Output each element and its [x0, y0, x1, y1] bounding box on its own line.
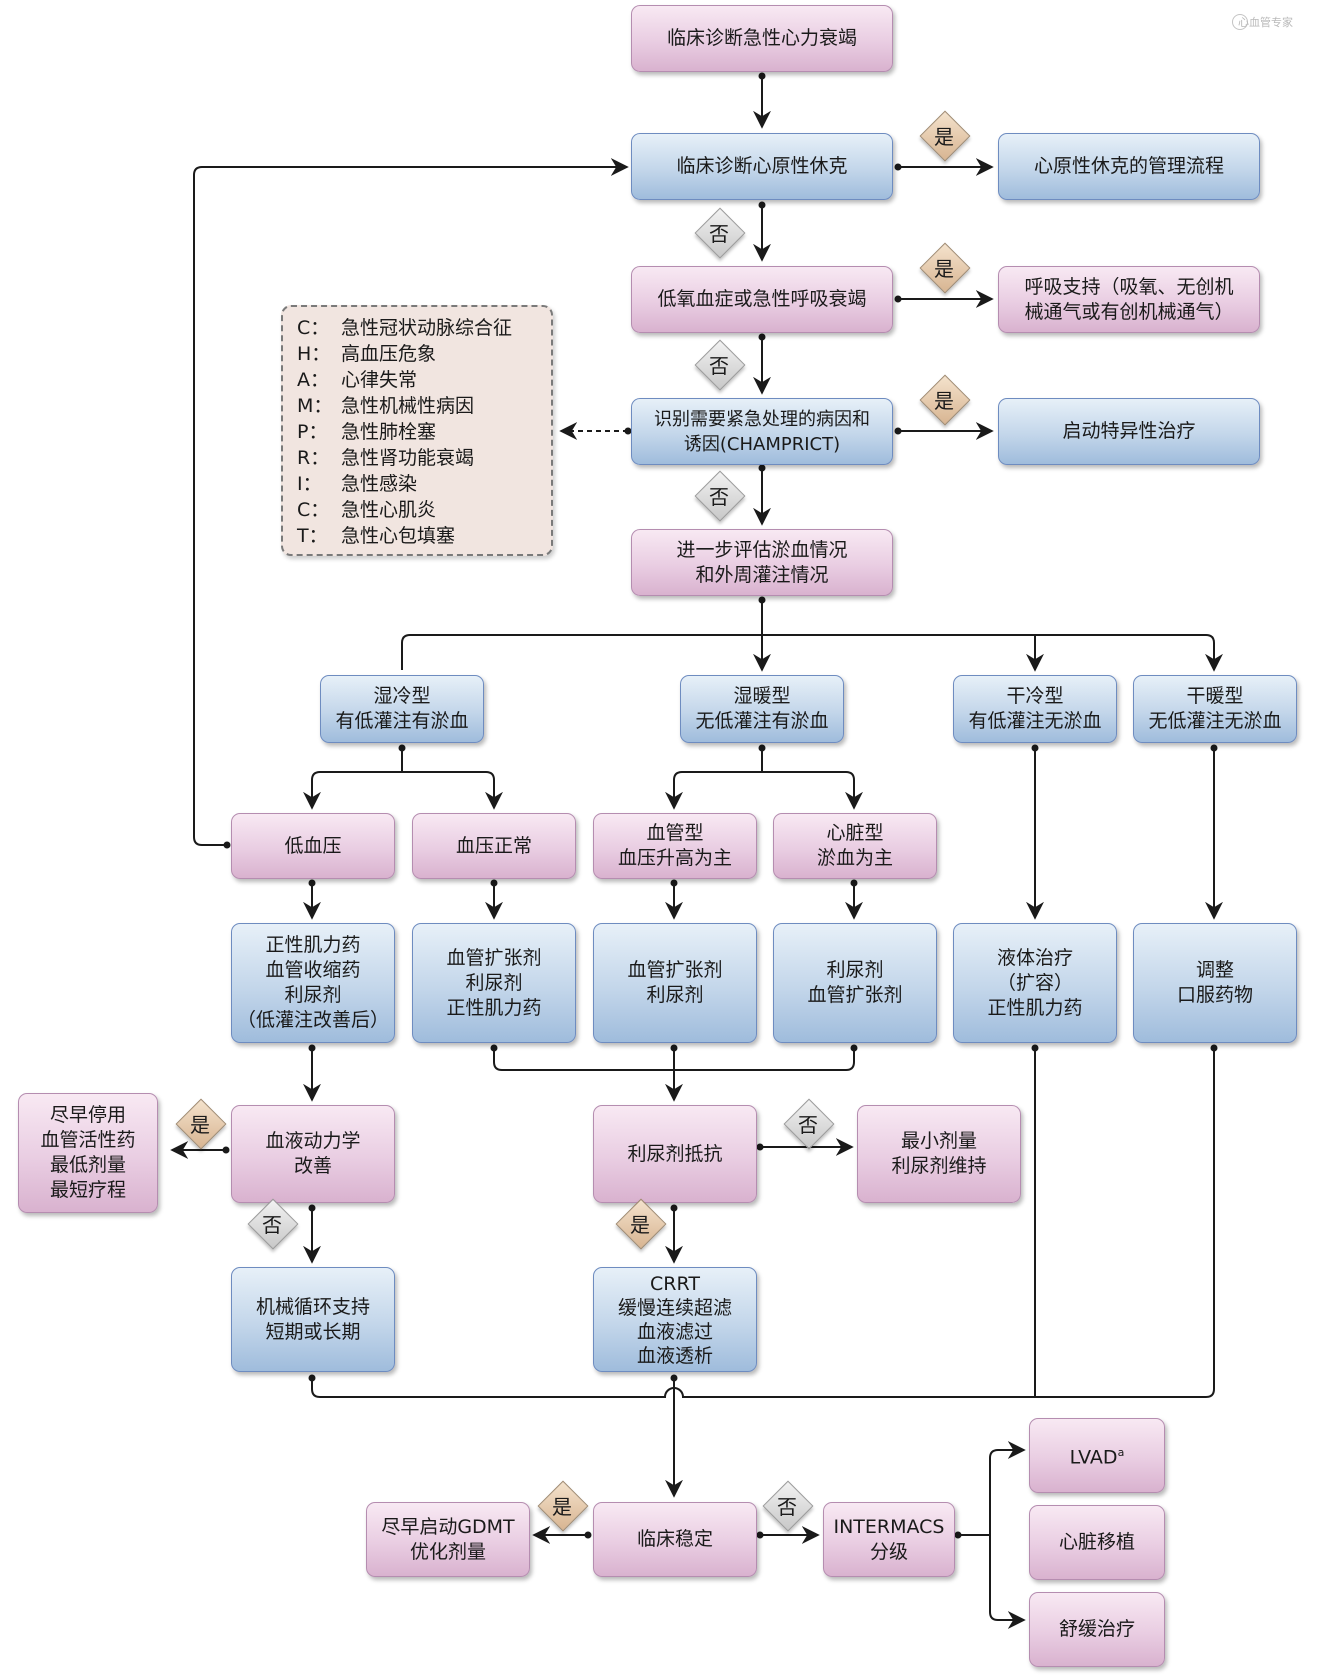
node-specific-treatment[interactable]: 启动特异性治疗: [998, 398, 1260, 465]
node-transplant-label: 心脏移植: [1058, 1531, 1135, 1553]
node-intermacs-label: INTERMACS 分级: [833, 1515, 945, 1563]
node-specific-label: 启动特异性治疗: [1062, 420, 1196, 442]
node-start-label: 临床诊断急性心力衰竭: [666, 27, 857, 49]
edge-types-bus: [401, 634, 1223, 672]
node-wet-warm-label: 湿暖型 无低灌注有淤血: [695, 685, 829, 732]
decision-yes-label: 是: [630, 1212, 650, 1237]
node-cardiac-type[interactable]: 心脏型 淤血为主: [773, 813, 937, 879]
decision-yes-label: 是: [934, 256, 954, 281]
node-wet-cold-label: 湿冷型 有低灌注有淤血: [335, 685, 469, 732]
node-lvad-label: LVADa: [1069, 1446, 1125, 1469]
edge-tx-merge: [493, 1048, 855, 1071]
node-cardiac-label: 心脏型 淤血为主: [816, 822, 893, 869]
node-dry-warm[interactable]: 干暖型 无低灌注无淤血: [1133, 675, 1297, 743]
node-shock-mgmt-label: 心原性休克的管理流程: [1033, 155, 1224, 177]
node-start[interactable]: 临床诊断急性心力衰竭: [631, 5, 893, 72]
node-tx-dry-warm-label: 调整 口服药物: [1176, 959, 1253, 1006]
node-tx-normal-bp[interactable]: 血管扩张剂 利尿剂 正性肌力药: [412, 923, 576, 1043]
node-min-diuretic[interactable]: 最小剂量 利尿剂维持: [857, 1105, 1021, 1203]
decision-no-label: 否: [709, 484, 729, 509]
node-heart-transplant[interactable]: 心脏移植: [1029, 1505, 1165, 1580]
legend-item: T：急性心包填塞: [297, 525, 456, 547]
node-respiratory-support[interactable]: 呼吸支持（吸氧、无创机 械通气或有创机械通气）: [998, 266, 1260, 333]
watermark-logo-icon: [1232, 14, 1248, 30]
node-intermacs[interactable]: INTERMACS 分级: [823, 1502, 955, 1577]
node-resp-label: 呼吸支持（吸氧、无创机 械通气或有创机械通气）: [1024, 275, 1234, 323]
decision-no-label: 否: [777, 1494, 797, 1519]
decision-no-label: 否: [798, 1112, 818, 1137]
node-champrict[interactable]: 识别需要紧急处理的病因和 诱因(CHAMPRICT): [631, 398, 893, 465]
node-vascular-label: 血管型 血压升高为主: [617, 822, 732, 869]
node-tx-hypotension-label: 正性肌力药 血管收缩药 利尿剂 （低灌注改善后）: [236, 934, 389, 1031]
node-palliative-care[interactable]: 舒缓治疗: [1029, 1592, 1165, 1667]
node-hypotension[interactable]: 低血压: [231, 813, 395, 879]
legend-item: C：急性心肌炎: [297, 499, 437, 521]
node-gdmt[interactable]: 尽早启动GDMT 优化剂量: [366, 1502, 530, 1577]
edge-wetcold-split: [311, 748, 495, 808]
node-assess-congestion[interactable]: 进一步评估淤血情况 和外周灌注情况: [631, 529, 893, 596]
legend-item: R：急性肾功能衰竭: [297, 447, 475, 469]
node-tx-cardiac-label: 利尿剂 血管扩张剂: [807, 959, 903, 1006]
node-shock-management[interactable]: 心原性休克的管理流程: [998, 133, 1260, 200]
node-diuretic-resistance[interactable]: 利尿剂抵抗: [593, 1105, 757, 1203]
node-cardiogenic-shock[interactable]: 临床诊断心原性休克: [631, 133, 893, 200]
decision-yes-label: 是: [552, 1494, 572, 1519]
decision-yes-label: 是: [934, 124, 954, 149]
decision-no-label: 否: [709, 221, 729, 246]
edge-bottom-bus: [311, 1048, 1215, 1398]
edge-intermacs-outcomes: [958, 1449, 1024, 1536]
node-tx-dry-warm[interactable]: 调整 口服药物: [1133, 923, 1297, 1043]
decision-no-label: 否: [262, 1212, 282, 1237]
legend-item: I：急性感染: [297, 473, 418, 495]
node-crrt-label: CRRT 缓慢连续超滤 血液滤过 血液透析: [617, 1272, 732, 1367]
node-resist-label: 利尿剂抵抗: [627, 1142, 723, 1165]
node-champrict-label: 识别需要紧急处理的病因和 诱因(CHAMPRICT): [654, 408, 870, 455]
node-min-diuretic-label: 最小剂量 利尿剂维持: [891, 1130, 987, 1177]
legend-item: A：心律失常: [297, 369, 418, 391]
legend-item: H：高血压危象: [297, 343, 437, 365]
node-tx-cardiac[interactable]: 利尿剂 血管扩张剂: [773, 923, 937, 1043]
node-normal-bp-label: 血压正常: [455, 834, 532, 857]
node-stop-vasoactive[interactable]: 尽早停用 血管活性药 最低剂量 最短疗程: [18, 1093, 158, 1213]
node-mcs[interactable]: 机械循环支持 短期或长期: [231, 1267, 395, 1372]
node-wet-cold[interactable]: 湿冷型 有低灌注有淤血: [320, 675, 484, 743]
legend-item: P：急性肺栓塞: [297, 421, 437, 443]
champrict-legend: C：急性冠状动脉综合征 H：高血压危象 A：心律失常 M：急性机械性病因 P：急…: [281, 305, 553, 556]
decision-no-label: 否: [709, 353, 729, 378]
lvad-footnote: a: [1117, 1446, 1125, 1460]
edge-wetwarm-split: [673, 748, 855, 808]
node-normal-bp[interactable]: 血压正常: [412, 813, 576, 879]
node-hemodynamic-improve[interactable]: 血液动力学 改善: [231, 1105, 395, 1203]
decision-yes-label: 是: [934, 388, 954, 413]
node-lvad[interactable]: LVADa: [1029, 1418, 1165, 1493]
node-tx-vascular[interactable]: 血管扩张剂 利尿剂: [593, 923, 757, 1043]
node-tx-dry-cold[interactable]: 液体治疗 （扩容） 正性肌力药: [953, 923, 1117, 1043]
node-hypoxia-label: 低氧血症或急性呼吸衰竭: [657, 288, 867, 310]
node-dry-cold-label: 干冷型 有低灌注无淤血: [968, 685, 1102, 732]
node-hemo-label: 血液动力学 改善: [265, 1130, 361, 1177]
node-palliative-label: 舒缓治疗: [1058, 1618, 1135, 1640]
node-stable-label: 临床稳定: [636, 1528, 713, 1550]
node-crrt[interactable]: CRRT 缓慢连续超滤 血液滤过 血液透析: [593, 1267, 757, 1372]
node-dry-cold[interactable]: 干冷型 有低灌注无淤血: [953, 675, 1117, 743]
node-mcs-label: 机械循环支持 短期或长期: [255, 1295, 370, 1343]
node-stop-vasoactive-label: 尽早停用 血管活性药 最低剂量 最短疗程: [40, 1104, 136, 1201]
node-shock-label: 临床诊断心原性休克: [676, 155, 848, 177]
node-clinical-stable[interactable]: 临床稳定: [593, 1502, 757, 1577]
legend-item: M：急性机械性病因: [297, 395, 475, 417]
decision-yes-label: 是: [190, 1112, 210, 1137]
node-hypotension-label: 低血压: [284, 834, 342, 857]
watermark-text: 心血管专家: [1238, 16, 1293, 29]
node-wet-warm[interactable]: 湿暖型 无低灌注有淤血: [680, 675, 844, 743]
node-tx-normal-bp-label: 血管扩张剂 利尿剂 正性肌力药: [446, 946, 542, 1019]
node-tx-hypotension[interactable]: 正性肌力药 血管收缩药 利尿剂 （低灌注改善后）: [231, 923, 395, 1043]
node-dry-warm-label: 干暖型 无低灌注无淤血: [1148, 685, 1282, 732]
legend-item: C：急性冠状动脉综合征: [297, 317, 513, 339]
node-hypoxia[interactable]: 低氧血症或急性呼吸衰竭: [631, 266, 893, 333]
node-tx-vascular-label: 血管扩张剂 利尿剂: [627, 959, 723, 1006]
node-gdmt-label: 尽早启动GDMT 优化剂量: [381, 1515, 515, 1563]
node-vascular-type[interactable]: 血管型 血压升高为主: [593, 813, 757, 879]
node-tx-dry-cold-label: 液体治疗 （扩容） 正性肌力药: [987, 946, 1083, 1019]
node-assess-label: 进一步评估淤血情况 和外周灌注情况: [676, 538, 848, 586]
